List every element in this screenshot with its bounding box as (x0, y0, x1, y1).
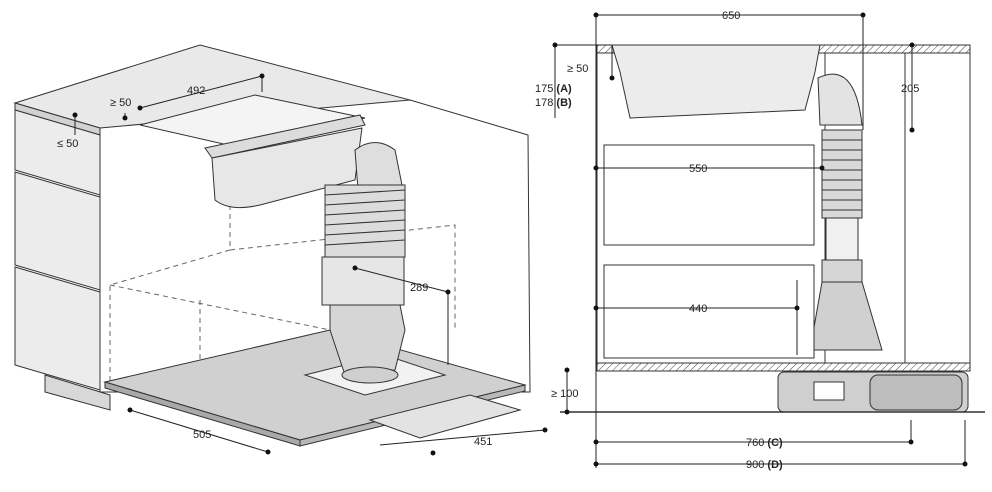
dim-550-label: 550 (689, 163, 707, 175)
variant-d-label: (D) (767, 459, 783, 471)
dim-178-value: 178 (535, 97, 553, 109)
dim-max-50-label: ≤ 50 (57, 138, 78, 150)
right-dimension-lines (554, 14, 966, 468)
right-section-view (560, 44, 985, 413)
variant-b-label: (B) (556, 97, 572, 109)
dim-440-label: 440 (689, 303, 707, 315)
right-dimension-dots (552, 12, 968, 467)
vertical-duct (321, 142, 406, 384)
dim-760-value: 760 (746, 437, 764, 449)
section-drawer-lower (603, 264, 815, 359)
dim-900-label: 900 (D) (746, 459, 783, 471)
variant-c-label: (C) (767, 437, 783, 449)
left-dimension-dots (72, 73, 548, 456)
left-dimension-lines (74, 75, 546, 453)
dim-760-label: 760 (C) (746, 437, 783, 449)
cabinet-back-wall (99, 99, 531, 393)
variant-a-label: (A) (556, 83, 572, 95)
dim-492-label: 492 (187, 85, 205, 97)
section-drawer-upper (603, 144, 815, 246)
dim-min-50-label-left: ≥ 50 (110, 97, 131, 109)
dim-650-label: 650 (722, 10, 740, 22)
dim-451-label: 451 (474, 436, 492, 448)
dim-289-label: 289 (410, 282, 428, 294)
dim-505-label: 505 (193, 429, 211, 441)
dim-178-label: 178 (B) (535, 97, 572, 109)
dim-min-50-label-right: ≥ 50 (567, 63, 588, 75)
dim-175-label: 175 (A) (535, 83, 572, 95)
dim-min-100-label: ≥ 100 (551, 388, 578, 400)
section-base (596, 362, 971, 372)
fan-box (368, 394, 522, 439)
section-duct-elbow (817, 73, 863, 126)
dim-205-label: 205 (901, 83, 919, 95)
left-isometric-view (13, 44, 548, 456)
dim-175-value: 175 (535, 83, 553, 95)
section-hob (611, 44, 821, 119)
drawer-fronts (14, 109, 111, 411)
dim-900-value: 900 (746, 459, 764, 471)
section-bellows (821, 129, 863, 219)
